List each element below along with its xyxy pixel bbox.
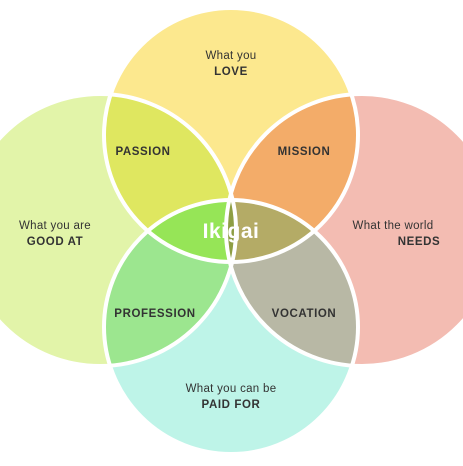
paid-for-label-bottom: PAID FOR <box>202 399 261 411</box>
region-profession <box>104 200 236 366</box>
love-label-bottom: LOVE <box>214 66 248 78</box>
good-at-label-bottom: GOOD AT <box>27 236 84 248</box>
vocation-label: VOCATION <box>272 308 337 320</box>
needs-label-bottom: NEEDS <box>398 236 441 248</box>
region-vocation <box>226 200 358 366</box>
profession-label: PROFESSION <box>114 308 195 320</box>
good-at-label-top: What you are <box>19 220 91 232</box>
paid-for-label-top: What you can be <box>186 383 277 395</box>
needs-label-top: What the world <box>353 220 434 232</box>
passion-label: PASSION <box>115 146 170 158</box>
ikigai-label: Ikigai <box>203 220 260 243</box>
region-mission <box>226 94 358 262</box>
outlines <box>0 6 463 456</box>
mission-label: MISSION <box>278 146 331 158</box>
region-passion <box>104 94 236 262</box>
love-label-top: What you <box>206 50 257 62</box>
